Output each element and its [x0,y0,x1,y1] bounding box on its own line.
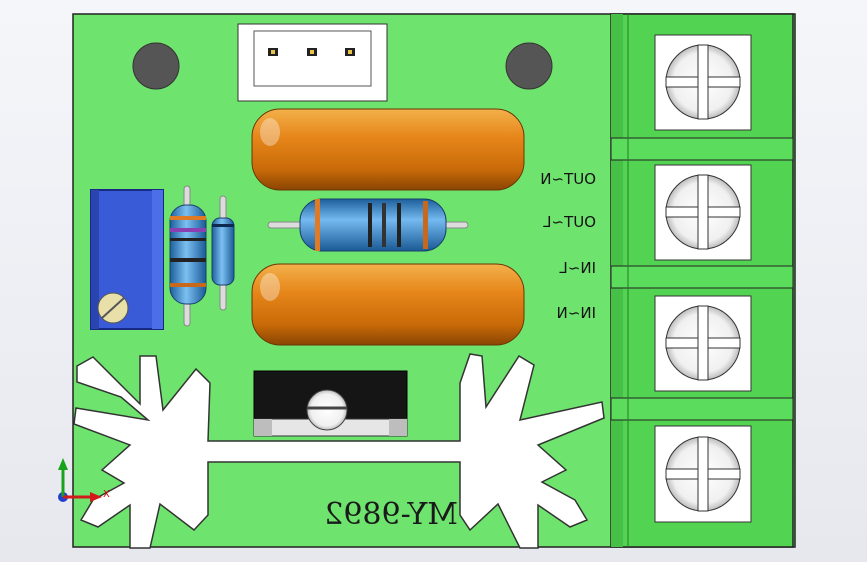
trimmer-potentiometer [90,189,164,330]
regulator-to220 [253,370,408,437]
pin-label-group: OUT~N OUT~L IN~L IN~N [540,170,596,322]
pin-label-in-l: IN~L [559,259,596,277]
mounting-hole-right [505,42,553,90]
diode [211,195,235,311]
terminal-screw-1[interactable] [654,34,752,131]
axis-x-label: X [103,489,110,500]
pin-label-out-l: OUT~L [542,213,596,231]
three-pin-connector [237,23,388,102]
terminal-screw-3[interactable] [654,295,752,392]
axis-triad: X [58,458,110,502]
terminal-screw-4[interactable] [654,425,752,523]
resistor-horizontal [267,198,469,252]
terminal-screw-2[interactable] [654,164,752,261]
resistor-vertical [169,185,207,327]
pin-label-in-n: IN~N [557,304,596,322]
board-model-label: MY-9892 [324,497,458,532]
heatsink [73,353,605,549]
capacitor-top [251,108,525,191]
capacitor-bottom [251,263,525,346]
mounting-hole-left [132,42,180,90]
pin-label-out-n: OUT~N [540,170,596,188]
